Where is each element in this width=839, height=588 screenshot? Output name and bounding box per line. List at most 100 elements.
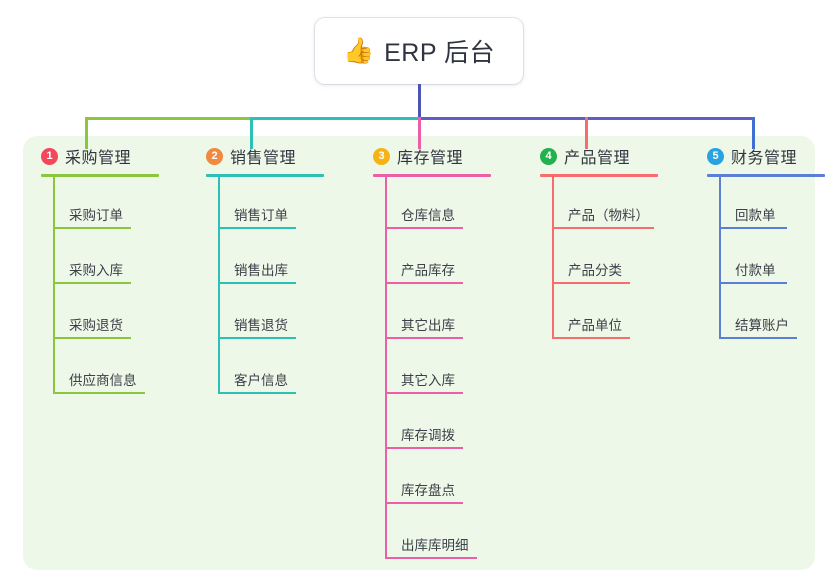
leaf-item-label: 采购退货 (69, 318, 123, 333)
leaf-item-underline (385, 282, 463, 284)
leaf-item[interactable]: 付款单 (707, 232, 825, 287)
leaf-item[interactable]: 仓库信息 (373, 177, 491, 232)
leaf-item-underline (385, 557, 477, 559)
branch-badge-3: 3 (373, 147, 390, 165)
branch-header-5[interactable]: 5 财务管理 (707, 144, 825, 168)
connector-drop-finance (752, 117, 755, 149)
leaf-item-underline (53, 392, 145, 394)
branch-column-1[interactable]: 1 采购管理采购订单采购入库采购退货供应商信息 (41, 144, 159, 397)
leaf-item[interactable]: 销售订单 (206, 177, 324, 232)
branch-underline-1 (41, 174, 159, 177)
branch-column-5[interactable]: 5 财务管理回款单付款单结算账户 (707, 144, 825, 342)
leaf-item-underline (385, 502, 463, 504)
branch-header-3[interactable]: 3 库存管理 (373, 144, 491, 168)
leaf-item-label: 销售退货 (234, 318, 288, 333)
leaf-item-label: 库存盘点 (401, 483, 455, 498)
leaf-item-label: 产品（物料） (568, 208, 649, 223)
leaf-item-label: 销售出库 (234, 263, 288, 278)
leaf-item-label: 结算账户 (735, 318, 789, 333)
branch-badge-5: 5 (707, 147, 724, 165)
leaf-item[interactable]: 客户信息 (206, 342, 324, 397)
leaf-item-label: 库存调拨 (401, 428, 455, 443)
leaf-item[interactable]: 库存调拨 (373, 397, 491, 452)
root-node-title: ERP 后台 (384, 39, 496, 67)
branch-title-1: 采购管理 (65, 150, 132, 167)
branch-column-4[interactable]: 4 产品管理产品（物料） 产品分类产品单位 (540, 144, 658, 342)
leaf-item-underline (552, 282, 630, 284)
leaf-item-underline (53, 282, 131, 284)
root-node-erp-backend[interactable]: 👍 ERP 后台 (315, 18, 523, 84)
leaf-item-label: 仓库信息 (401, 208, 455, 223)
branch-items-3: 仓库信息产品库存其它出库其它入库库存调拨库存盘点出库库明细 (373, 177, 491, 562)
leaf-item-underline (385, 392, 463, 394)
leaf-item[interactable]: 产品单位 (540, 287, 658, 342)
branch-trunk-5 (719, 177, 721, 339)
branch-column-2[interactable]: 2 销售管理销售订单销售出库销售退货客户信息 (206, 144, 324, 397)
leaf-item[interactable]: 采购入库 (41, 232, 159, 287)
leaf-item-underline (719, 282, 787, 284)
root-stem-connector (418, 84, 421, 119)
leaf-item-label: 其它入库 (401, 373, 455, 388)
branch-column-3[interactable]: 3 库存管理仓库信息产品库存其它出库其它入库库存调拨库存盘点出库库明细 (373, 144, 491, 562)
leaf-item-label: 产品单位 (568, 318, 622, 333)
branch-underline-5 (707, 174, 825, 177)
branch-underline-4 (540, 174, 658, 177)
leaf-item-label: 采购入库 (69, 263, 123, 278)
branch-trunk-1 (53, 177, 55, 394)
leaf-item-label: 客户信息 (234, 373, 288, 388)
connector-drop-sales (250, 117, 253, 149)
leaf-item[interactable]: 回款单 (707, 177, 825, 232)
branch-items-2: 销售订单销售出库销售退货客户信息 (206, 177, 324, 397)
leaf-item[interactable]: 其它入库 (373, 342, 491, 397)
leaf-item-underline (719, 337, 797, 339)
leaf-item-underline (218, 337, 296, 339)
leaf-item-label: 出库库明细 (401, 538, 469, 553)
leaf-item[interactable]: 结算账户 (707, 287, 825, 342)
leaf-item[interactable]: 供应商信息 (41, 342, 159, 397)
leaf-item[interactable]: 其它出库 (373, 287, 491, 342)
leaf-item-label: 采购订单 (69, 208, 123, 223)
branch-items-5: 回款单付款单结算账户 (707, 177, 825, 342)
leaf-item[interactable]: 库存盘点 (373, 452, 491, 507)
connector-drop-purchase (85, 117, 88, 149)
leaf-item-underline (218, 227, 296, 229)
branch-header-2[interactable]: 2 销售管理 (206, 144, 324, 168)
leaf-item[interactable]: 产品（物料） (540, 177, 658, 232)
leaf-item-underline (53, 337, 131, 339)
leaf-item[interactable]: 销售退货 (206, 287, 324, 342)
leaf-item-underline (385, 447, 463, 449)
branch-trunk-4 (552, 177, 554, 339)
connector-drop-product (585, 117, 588, 149)
diagram-background-panel (23, 136, 815, 570)
branch-badge-4: 4 (540, 147, 557, 165)
branch-header-4[interactable]: 4 产品管理 (540, 144, 658, 168)
branch-badge-2: 2 (206, 147, 223, 165)
leaf-item[interactable]: 销售出库 (206, 232, 324, 287)
leaf-item[interactable]: 采购退货 (41, 287, 159, 342)
branch-header-1[interactable]: 1 采购管理 (41, 144, 159, 168)
leaf-item[interactable]: 产品库存 (373, 232, 491, 287)
leaf-item-label: 产品库存 (401, 263, 455, 278)
leaf-item[interactable]: 采购订单 (41, 177, 159, 232)
branch-title-3: 库存管理 (397, 150, 464, 167)
connector-teal-bar (250, 117, 420, 120)
thumbs-up-icon: 👍 (342, 36, 375, 65)
branch-underline-2 (206, 174, 324, 177)
branch-items-4: 产品（物料） 产品分类产品单位 (540, 177, 658, 342)
branch-badge-1: 1 (41, 147, 58, 165)
leaf-item-label: 回款单 (735, 208, 776, 223)
leaf-item-label: 销售订单 (234, 208, 288, 223)
branch-title-2: 销售管理 (230, 150, 297, 167)
branch-trunk-3 (385, 177, 387, 559)
branch-title-5: 财务管理 (731, 150, 798, 167)
leaf-item-label: 付款单 (735, 263, 776, 278)
leaf-item-underline (552, 227, 654, 229)
leaf-item-label: 供应商信息 (69, 373, 137, 388)
branch-title-4: 产品管理 (564, 150, 631, 167)
leaf-item-underline (218, 392, 296, 394)
leaf-item[interactable]: 产品分类 (540, 232, 658, 287)
leaf-item-label: 其它出库 (401, 318, 455, 333)
leaf-item-underline (53, 227, 131, 229)
leaf-item[interactable]: 出库库明细 (373, 507, 491, 562)
